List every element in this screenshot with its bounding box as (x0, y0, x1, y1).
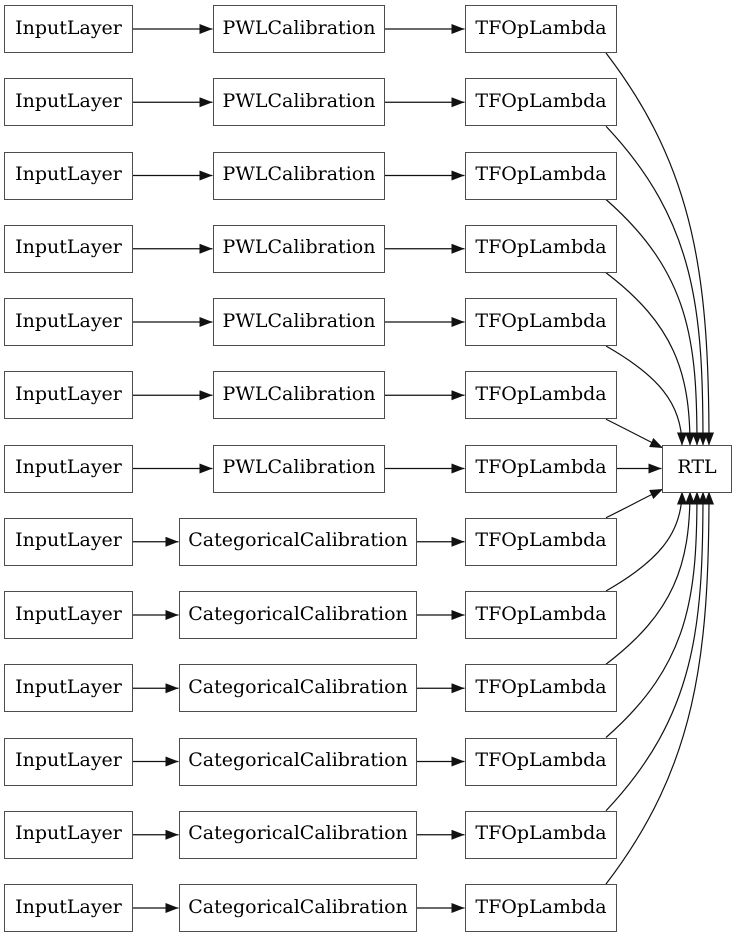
node-label: InputLayer (15, 163, 122, 185)
edge-op-to-rtl-2 (605, 199, 702, 446)
edge-op-to-rtl-11 (605, 491, 708, 812)
node-tfoplambda-row7: TFOpLambda (465, 517, 617, 566)
node-label: TFOpLambda (475, 382, 607, 405)
edge-op-to-rtl-8 (605, 491, 687, 592)
node-inputlayer-row7: InputLayer (4, 517, 133, 566)
node-label: TFOpLambda (475, 16, 607, 39)
node-inputlayer-row8: InputLayer (4, 591, 133, 639)
edge-op-to-rtl-4 (605, 345, 687, 446)
node-tfoplambda-row4: TFOpLambda (465, 298, 617, 346)
node-pwl-calibration-row6: PWLCalibration (213, 444, 385, 493)
edge-op-to-rtl-5 (605, 418, 664, 449)
node-categorical-calibration-row10: CategoricalCalibration (179, 737, 417, 786)
edge-op-to-rtl-7 (605, 488, 664, 519)
node-categorical-calibration-row7: CategoricalCalibration (179, 517, 417, 566)
node-categorical-calibration-row8: CategoricalCalibration (179, 591, 417, 639)
node-tfoplambda-row8: TFOpLambda (465, 591, 617, 639)
node-label: InputLayer (15, 822, 122, 845)
node-categorical-calibration-row9: CategoricalCalibration (179, 664, 417, 713)
node-label: InputLayer (15, 602, 122, 625)
node-tfoplambda-row6: TFOpLambda (465, 444, 617, 493)
edge-op-to-rtl-0 (605, 52, 714, 446)
node-label: TFOpLambda (475, 675, 607, 698)
node-label: TFOpLambda (475, 163, 607, 185)
node-label: PWLCalibration (222, 382, 376, 405)
node-label: TFOpLambda (475, 895, 607, 918)
node-label: TFOpLambda (475, 236, 607, 259)
node-pwl-calibration-row3: PWLCalibration (213, 224, 385, 273)
node-label: PWLCalibration (222, 456, 376, 478)
node-label: InputLayer (15, 895, 122, 918)
node-inputlayer-row5: InputLayer (4, 371, 133, 420)
node-tfoplambda-row11: TFOpLambda (465, 810, 617, 859)
node-label: TFOpLambda (475, 529, 607, 552)
node-pwl-calibration-row2: PWLCalibration (213, 151, 385, 200)
edge-op-to-rtl-12 (605, 491, 714, 885)
node-pwl-calibration-row1: PWLCalibration (213, 78, 385, 127)
edge-op-to-rtl-9 (605, 491, 695, 665)
node-tfoplambda-row3: TFOpLambda (465, 224, 617, 273)
node-inputlayer-row0: InputLayer (4, 5, 133, 53)
node-inputlayer-row3: InputLayer (4, 224, 133, 273)
node-tfoplambda-row5: TFOpLambda (465, 371, 617, 420)
node-label: InputLayer (15, 749, 122, 771)
node-inputlayer-row1: InputLayer (4, 78, 133, 127)
node-label: TFOpLambda (475, 602, 607, 625)
node-tfoplambda-row0: TFOpLambda (465, 5, 617, 53)
node-label: RTL (677, 456, 717, 478)
node-label: InputLayer (15, 529, 122, 552)
node-pwl-calibration-row5: PWLCalibration (213, 371, 385, 420)
node-label: TFOpLambda (475, 822, 607, 845)
node-label: PWLCalibration (222, 89, 376, 112)
node-tfoplambda-row10: TFOpLambda (465, 737, 617, 786)
node-label: InputLayer (15, 675, 122, 698)
node-label: TFOpLambda (475, 749, 607, 771)
node-label: CategoricalCalibration (188, 749, 408, 771)
node-label: CategoricalCalibration (188, 675, 408, 698)
node-label: CategoricalCalibration (188, 529, 408, 552)
node-inputlayer-row6: InputLayer (4, 444, 133, 493)
node-label: PWLCalibration (222, 309, 376, 332)
node-tfoplambda-row12: TFOpLambda (465, 884, 617, 932)
node-label: InputLayer (15, 382, 122, 405)
node-categorical-calibration-row11: CategoricalCalibration (179, 810, 417, 859)
node-label: TFOpLambda (475, 309, 607, 332)
node-pwl-calibration-row0: PWLCalibration (213, 5, 385, 53)
node-label: InputLayer (15, 456, 122, 478)
edge-op-to-rtl-10 (605, 491, 702, 738)
node-label: InputLayer (15, 89, 122, 112)
edge-op-to-rtl-1 (605, 125, 708, 446)
node-label: PWLCalibration (222, 236, 376, 259)
node-inputlayer-row9: InputLayer (4, 664, 133, 713)
node-categorical-calibration-row12: CategoricalCalibration (179, 884, 417, 932)
node-label: TFOpLambda (475, 456, 607, 478)
node-inputlayer-row10: InputLayer (4, 737, 133, 786)
node-label: InputLayer (15, 309, 122, 332)
node-label: InputLayer (15, 16, 122, 39)
node-inputlayer-row12: InputLayer (4, 884, 133, 932)
node-inputlayer-row2: InputLayer (4, 151, 133, 200)
node-pwl-calibration-row4: PWLCalibration (213, 298, 385, 346)
node-label: CategoricalCalibration (188, 895, 408, 918)
node-tfoplambda-row9: TFOpLambda (465, 664, 617, 713)
node-label: CategoricalCalibration (188, 602, 408, 625)
node-label: PWLCalibration (222, 163, 376, 185)
node-inputlayer-row4: InputLayer (4, 298, 133, 346)
node-label: PWLCalibration (222, 16, 376, 39)
node-label: CategoricalCalibration (188, 822, 408, 845)
edge-op-to-rtl-3 (605, 272, 695, 446)
node-rtl: RTL (662, 444, 732, 493)
node-label: InputLayer (15, 236, 122, 259)
node-inputlayer-row11: InputLayer (4, 810, 133, 859)
node-tfoplambda-row2: TFOpLambda (465, 151, 617, 200)
node-label: TFOpLambda (475, 89, 607, 112)
node-tfoplambda-row1: TFOpLambda (465, 78, 617, 127)
